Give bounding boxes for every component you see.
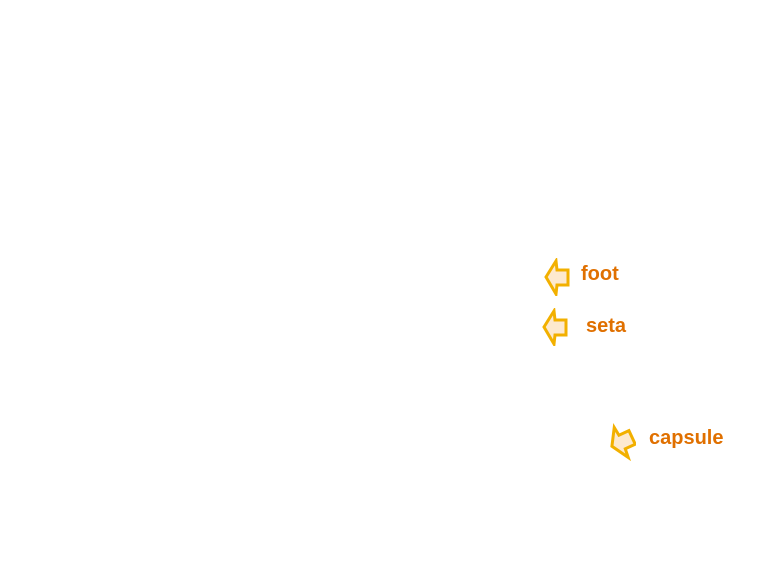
foot-label: foot: [581, 263, 619, 285]
seta-arrow-icon: [542, 308, 568, 346]
capsule-label: capsule: [649, 427, 724, 449]
foot-arrow-icon: [544, 258, 570, 296]
seta-label: seta: [586, 315, 627, 337]
capsule-arrow-icon: [610, 423, 636, 461]
